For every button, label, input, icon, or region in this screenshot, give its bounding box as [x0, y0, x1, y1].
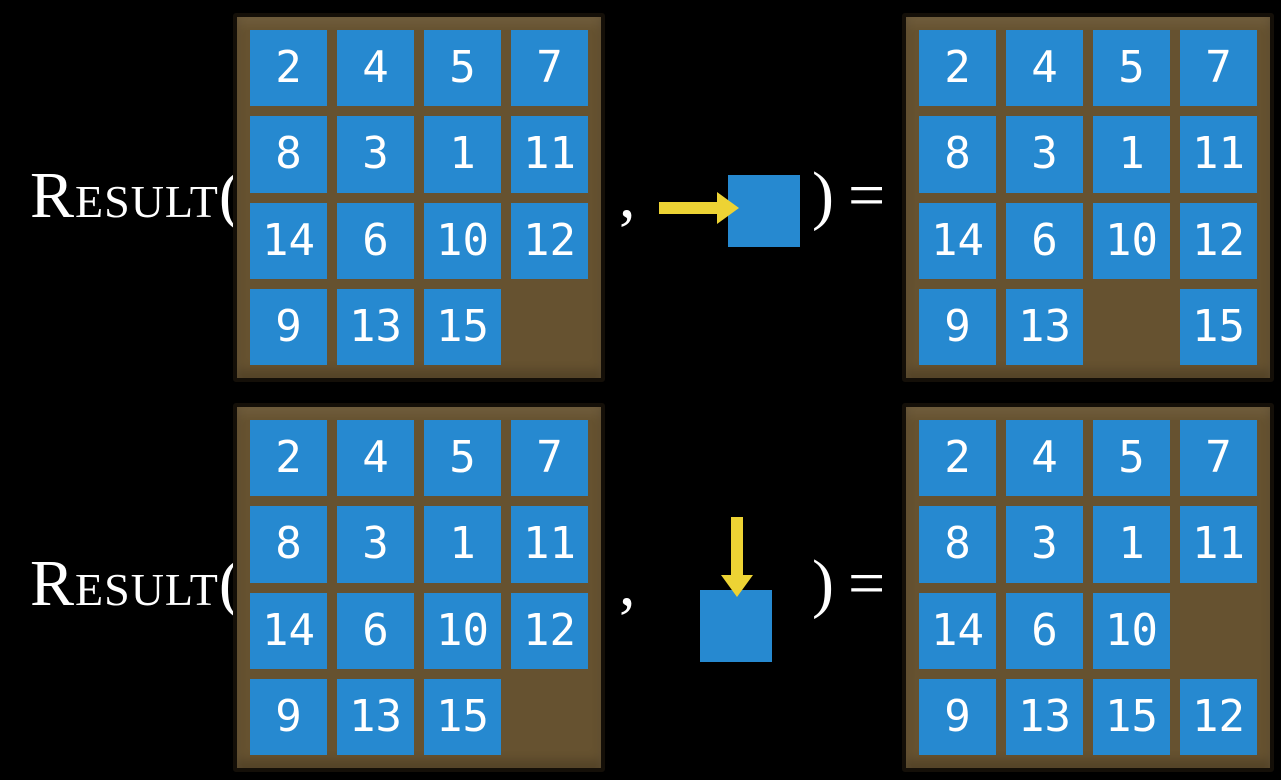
puzzle-tile-5: 5 [1093, 420, 1170, 497]
puzzle-tile-4: 4 [337, 30, 414, 107]
puzzle-tile-3: 3 [1006, 116, 1083, 193]
close-paren-equals: )= [812, 551, 885, 617]
puzzle-tile-6: 6 [1006, 592, 1083, 669]
puzzle-tile-12: 12 [1180, 678, 1257, 755]
puzzle-tile-12: 12 [511, 202, 588, 279]
puzzle-tile-10: 10 [1093, 592, 1170, 669]
comma-separator: , [619, 159, 636, 232]
puzzle-tile-11: 11 [511, 506, 588, 583]
move-tile [700, 590, 772, 662]
puzzle-tile-9: 9 [250, 288, 327, 365]
puzzle-tile-14: 14 [250, 592, 327, 669]
close-paren: ) [812, 547, 834, 620]
puzzle-tile-2: 2 [250, 30, 327, 107]
puzzle-tile-9: 9 [919, 288, 996, 365]
puzzle-tile-1: 1 [424, 116, 501, 193]
puzzle-tile-3: 3 [337, 116, 414, 193]
puzzle-tile-4: 4 [1006, 420, 1083, 497]
puzzle-tile-14: 14 [919, 592, 996, 669]
comma-separator: , [619, 547, 636, 620]
puzzle-tile-13: 13 [1006, 678, 1083, 755]
result-function-label: Result( [30, 163, 241, 229]
puzzle-tile-11: 11 [1180, 116, 1257, 193]
puzzle-tile-13: 13 [337, 288, 414, 365]
puzzle-tile-10: 10 [424, 202, 501, 279]
empty-cell [511, 289, 588, 365]
puzzle-tile-11: 11 [1180, 506, 1257, 583]
puzzle-tile-5: 5 [1093, 30, 1170, 107]
puzzle-tile-12: 12 [1180, 202, 1257, 279]
puzzle-tile-9: 9 [250, 678, 327, 755]
puzzle-tile-4: 4 [337, 420, 414, 497]
puzzle-tile-13: 13 [1006, 288, 1083, 365]
equals-sign: = [847, 159, 886, 232]
puzzle-tile-7: 7 [1180, 30, 1257, 107]
move-tile [728, 175, 800, 247]
puzzle-tile-10: 10 [424, 592, 501, 669]
puzzle-tile-12: 12 [511, 592, 588, 669]
puzzle-tile-14: 14 [919, 202, 996, 279]
puzzle-tile-1: 1 [1093, 506, 1170, 583]
close-paren: ) [812, 159, 834, 232]
empty-cell [1180, 593, 1257, 669]
empty-cell [511, 679, 588, 755]
function-name: Result [30, 547, 219, 620]
empty-cell [1093, 289, 1170, 365]
equals-sign: = [847, 547, 886, 620]
puzzle-tile-3: 3 [337, 506, 414, 583]
puzzle-tile-8: 8 [919, 506, 996, 583]
puzzle-tile-9: 9 [919, 678, 996, 755]
puzzle-tile-15: 15 [424, 678, 501, 755]
puzzle-tile-5: 5 [424, 420, 501, 497]
puzzle-tile-2: 2 [919, 420, 996, 497]
puzzle-tile-4: 4 [1006, 30, 1083, 107]
puzzle-tile-1: 1 [424, 506, 501, 583]
puzzle-tile-11: 11 [511, 116, 588, 193]
puzzle-tile-6: 6 [337, 592, 414, 669]
down-arrow-icon [721, 517, 753, 597]
puzzle-tile-8: 8 [919, 116, 996, 193]
puzzle-tile-10: 10 [1093, 202, 1170, 279]
puzzle-tile-6: 6 [1006, 202, 1083, 279]
puzzle-tile-5: 5 [424, 30, 501, 107]
result-function-label: Result( [30, 551, 241, 617]
puzzle-tile-1: 1 [1093, 116, 1170, 193]
puzzle-tile-7: 7 [1180, 420, 1257, 497]
puzzle-tile-13: 13 [337, 678, 414, 755]
puzzle-tile-15: 15 [1180, 288, 1257, 365]
function-name: Result [30, 159, 219, 232]
puzzle-tile-15: 15 [424, 288, 501, 365]
puzzle-tile-7: 7 [511, 30, 588, 107]
puzzle-tile-6: 6 [337, 202, 414, 279]
puzzle-tile-2: 2 [919, 30, 996, 107]
right-arrow-icon [659, 192, 739, 224]
puzzle-tile-3: 3 [1006, 506, 1083, 583]
puzzle-tile-14: 14 [250, 202, 327, 279]
puzzle-tile-15: 15 [1093, 678, 1170, 755]
puzzle-tile-8: 8 [250, 116, 327, 193]
puzzle-tile-8: 8 [250, 506, 327, 583]
puzzle-tile-7: 7 [511, 420, 588, 497]
close-paren-equals: )= [812, 163, 885, 229]
puzzle-tile-2: 2 [250, 420, 327, 497]
